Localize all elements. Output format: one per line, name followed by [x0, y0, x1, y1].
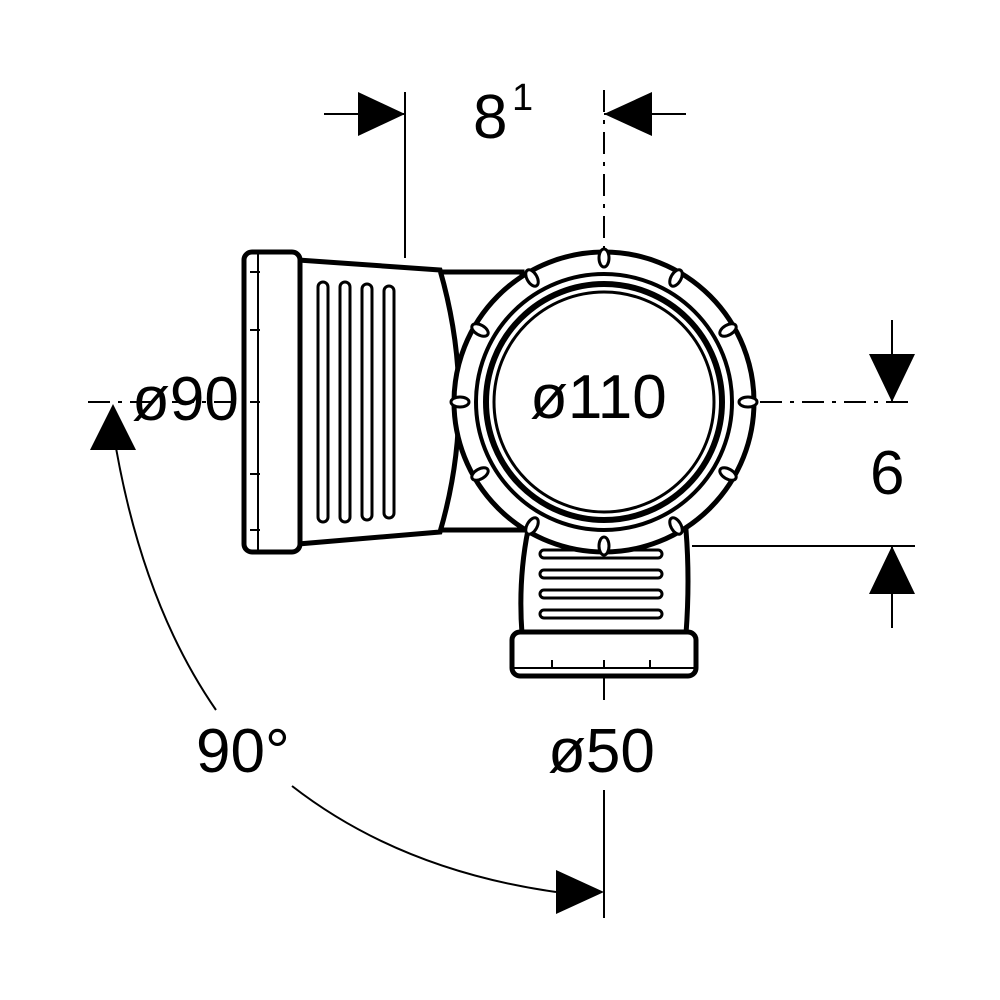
offset-right-label: 6	[870, 439, 904, 508]
offset-top-superscript: 1	[512, 77, 533, 119]
left-pipe-socket	[241, 249, 303, 555]
diameter-left-label: ø90	[132, 365, 239, 434]
dimension-top-offset: 8 1	[324, 77, 686, 258]
dimension-right-offset: 6	[692, 320, 915, 628]
offset-top-label: 8	[473, 83, 507, 152]
main-socket-ring	[449, 247, 759, 557]
bottom-pipe-body	[518, 527, 691, 637]
bottom-pipe-socket	[509, 629, 699, 679]
diameter-bottom-label: ø50	[548, 717, 655, 786]
dimension-angle: 90°	[90, 404, 605, 918]
diameter-center-label: ø110	[530, 363, 667, 432]
angle-label: 90°	[196, 717, 290, 786]
